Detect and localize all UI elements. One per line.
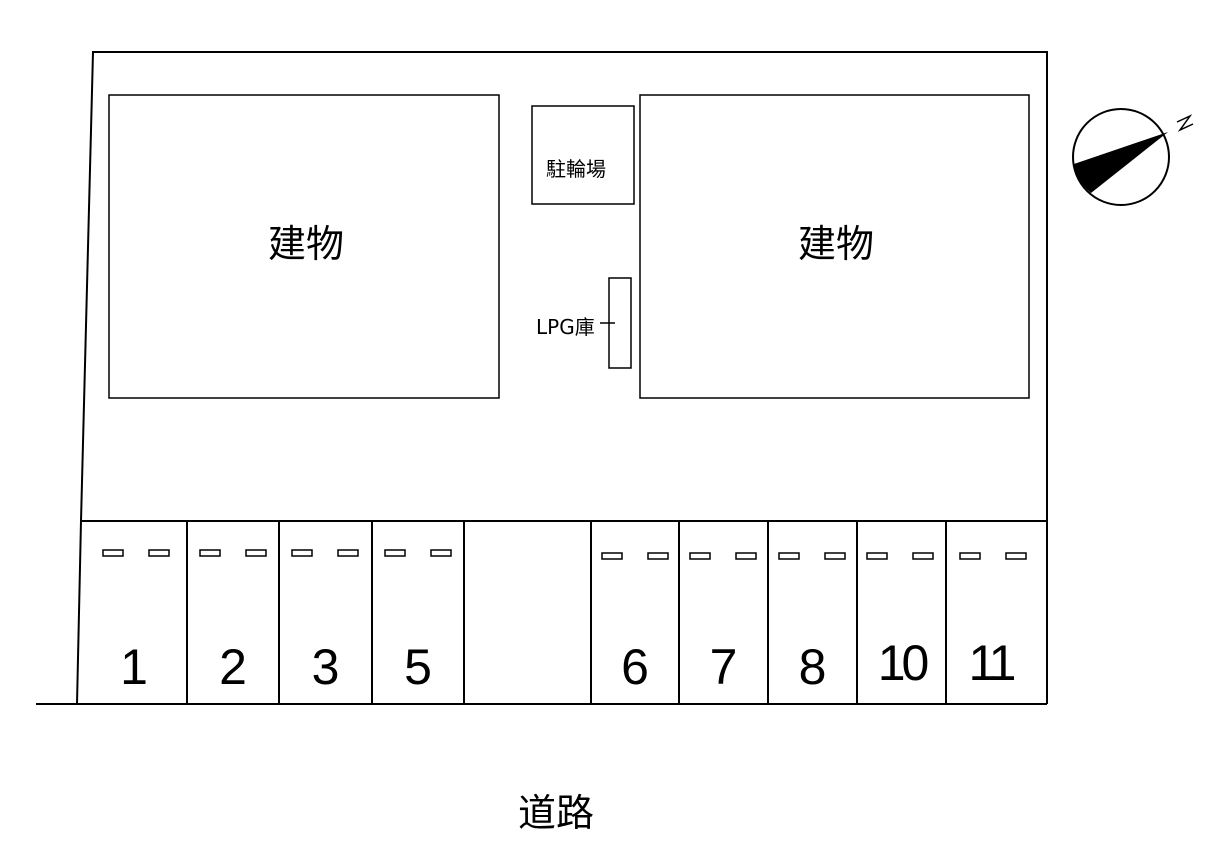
lpg-storage-label: LPG庫 [536, 315, 595, 339]
parking-space-10: 10 [877, 635, 930, 691]
parking-space-6: 6 [621, 639, 649, 695]
site-boundary-left-lower [76, 520, 82, 705]
parking-space-2: 2 [219, 639, 247, 695]
north-arrow-label-glyph [1176, 114, 1194, 132]
parking-space-1: 1 [120, 639, 148, 695]
compass-icon [1072, 108, 1194, 206]
parking-space-3: 3 [311, 639, 340, 695]
bicycle-parking-label: 駐輪場 [546, 157, 606, 181]
building-left-label: 建物 [268, 222, 345, 266]
building-right-label: 建物 [798, 222, 875, 266]
bicycle-parking-box [531, 105, 635, 205]
parking-space-5: 5 [404, 639, 432, 695]
wheel-stops [102, 549, 1027, 560]
parking-space-8: 8 [798, 639, 827, 695]
parking-space-11: 11 [968, 635, 1017, 691]
parking-space-7: 7 [709, 639, 738, 695]
site-boundary [80, 51, 1048, 704]
road-label: 道路 [518, 791, 595, 835]
building-left [108, 94, 500, 399]
parking-dividers [186, 521, 947, 704]
building-right [639, 94, 1030, 399]
